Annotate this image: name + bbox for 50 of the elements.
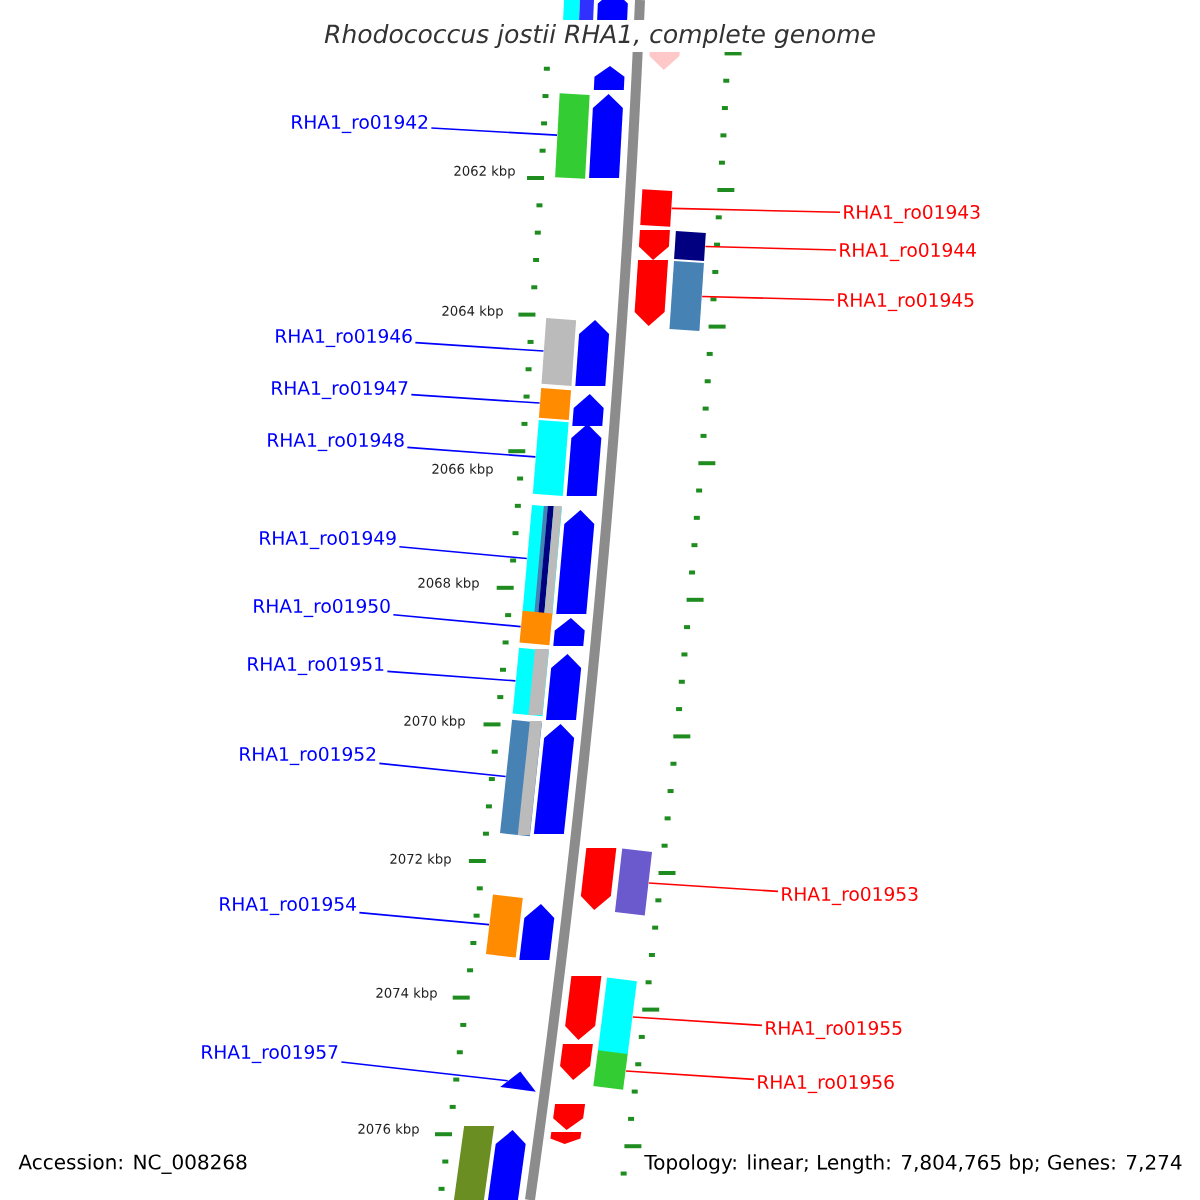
gene-bar	[555, 93, 590, 179]
leader-line	[670, 207, 841, 214]
gene-bar	[538, 387, 572, 421]
gene-label: RHA1_ro01945	[838, 292, 974, 312]
leader-line	[414, 341, 545, 352]
leader-line	[625, 1070, 755, 1081]
leader-line	[704, 245, 837, 251]
gene-label: RHA1_ro01946	[276, 328, 412, 348]
title: Rhodococcus jostii RHA1, complete genome	[320, 19, 880, 53]
gene-bar	[541, 318, 577, 386]
gene-label: RHA1_ro01956	[758, 1074, 894, 1094]
genome-info-text: Topology: linear; Length: 7,804,765 bp; Genes: 7,274	[641, 1151, 1186, 1177]
gene-label: RHA1_ro01951	[248, 656, 384, 676]
accession-text: Accession: NC_008268	[18, 1154, 247, 1174]
leader-line	[340, 1061, 509, 1082]
gene-label: RHA1_ro01944	[840, 242, 976, 262]
gene-label: RHA1_ro01957	[202, 1044, 338, 1064]
leader-line	[701, 295, 835, 301]
gene-bar	[640, 189, 673, 227]
leader-line	[648, 882, 779, 893]
gene-bar	[669, 261, 704, 331]
gene-label: RHA1_ro01943	[844, 204, 980, 224]
leader-line	[392, 613, 522, 628]
gene-label: RHA1_ro01954	[220, 896, 356, 916]
gene-label: RHA1_ro01942	[292, 114, 428, 134]
gene-bar	[674, 231, 706, 261]
gene-bar	[614, 848, 653, 916]
gene-bar	[500, 719, 542, 837]
gene-label: RHA1_ro01950	[254, 598, 390, 618]
gene-bar	[597, 977, 637, 1055]
gene-label: RHA1_ro01947	[272, 380, 408, 400]
leader-line	[406, 446, 537, 458]
gene-bar	[532, 419, 569, 497]
gene-label: RHA1_ro01955	[766, 1020, 902, 1040]
gene-bar	[485, 894, 523, 958]
gene-label: RHA1_ro01953	[782, 886, 918, 906]
gene-bar	[519, 610, 553, 646]
gene-arrow	[500, 1071, 536, 1092]
gene-label: RHA1_ro01948	[268, 432, 404, 452]
gene-label: RHA1_ro01952	[240, 746, 376, 766]
gene-bar	[512, 647, 549, 717]
leader-line	[410, 393, 541, 404]
gene-label: RHA1_ro01949	[260, 530, 396, 550]
leader-line	[386, 670, 517, 682]
leader-line	[398, 545, 528, 560]
gene-bar	[522, 504, 562, 616]
leader-line	[430, 127, 558, 136]
gene-bar	[593, 1050, 628, 1090]
leader-line	[358, 911, 490, 926]
leader-line	[632, 1016, 763, 1027]
